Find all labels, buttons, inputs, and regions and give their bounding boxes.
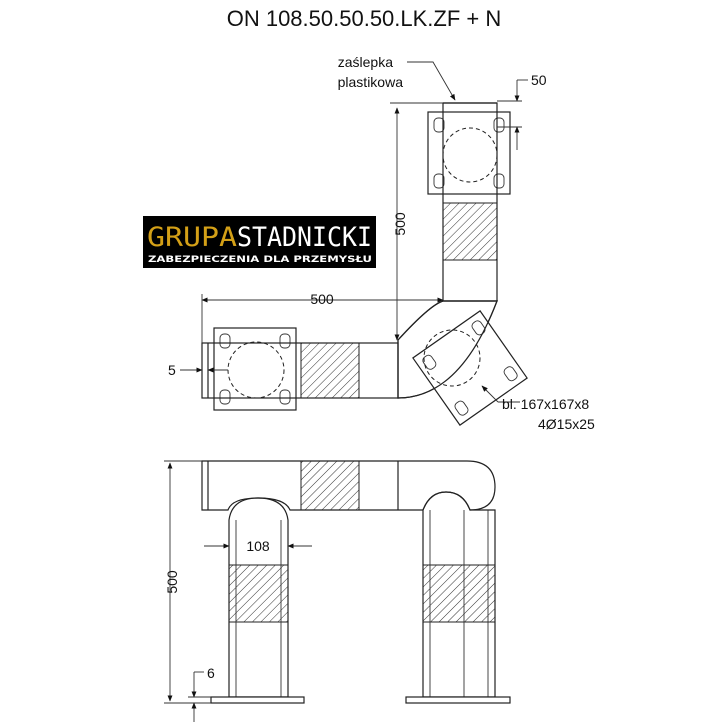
annotations: zaślepka plastikowa bl. 167x167x8 4Ø15x2… [338, 54, 595, 432]
drawing-title: ON 108.50.50.50.LK.ZF + N [227, 6, 502, 31]
dimensions-top: 500 500 50 5 [168, 72, 547, 378]
logo-tagline: ZABEZPIECZENIA DLA PRZEMYSŁU [148, 255, 372, 265]
hatch-band-leg-right [422, 564, 496, 623]
hatch-band-rail [300, 460, 360, 511]
logo-background [143, 216, 376, 268]
dim-500-vertical-top: 500 [392, 212, 408, 236]
side-leg-left [228, 497, 289, 698]
dim-50-top: 50 [531, 72, 547, 88]
company-logo: GRUPA STADNICKI ZABEZPIECZENIA DLA PRZEM… [143, 216, 376, 268]
dim-108-diameter: 108 [246, 538, 270, 554]
base-plate-corner [412, 310, 528, 426]
cap-label-line1: zaślepka [338, 54, 393, 70]
hatch-band-horizontal [300, 342, 360, 399]
side-view [201, 460, 511, 704]
side-leg-right [422, 491, 496, 698]
base-plate-left [213, 327, 297, 411]
logo-word-stadnicki: STADNICKI [237, 222, 372, 253]
plate-label-line2: 4Ø15x25 [538, 416, 595, 432]
dim-6-base: 6 [207, 665, 215, 681]
cap-label-line2: plastikowa [338, 74, 404, 90]
dim-500-vertical-bottom: 500 [164, 570, 180, 594]
base-plate-top [427, 111, 511, 195]
hatch-band-vertical [442, 202, 498, 261]
plate-label-line1: bl. 167x167x8 [502, 396, 589, 412]
dim-500-horizontal: 500 [310, 291, 334, 307]
foot-plate-right [405, 696, 511, 704]
hatch-band-leg-left [228, 564, 289, 623]
logo-word-grupa: GRUPA [147, 222, 237, 253]
dim-5-left: 5 [168, 362, 176, 378]
dimensions-side: 500 108 6 [164, 460, 312, 722]
foot-plate-left [210, 696, 305, 704]
